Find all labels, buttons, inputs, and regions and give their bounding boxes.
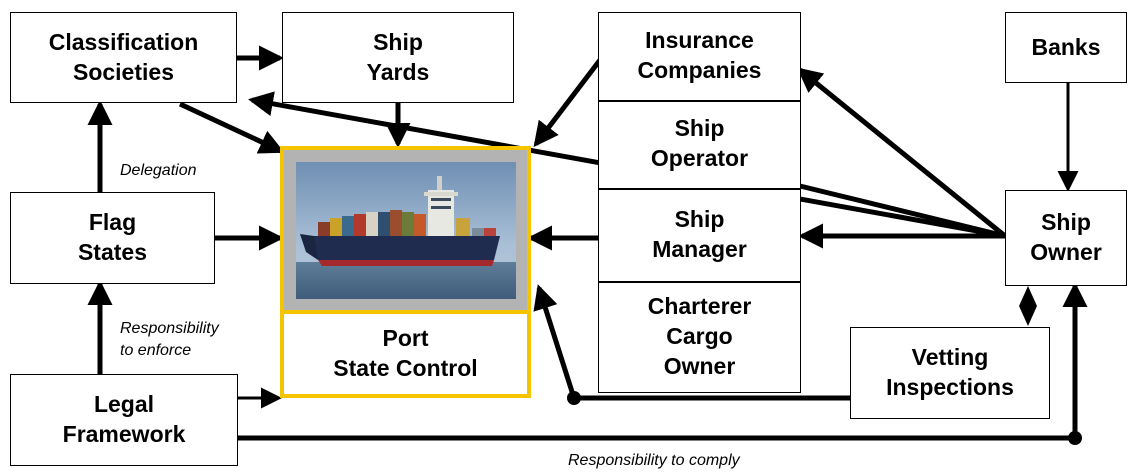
arrow-owner-to-insurance [796, 67, 1007, 238]
node-port-state-control: Port State Control [280, 310, 531, 398]
node-classification-societies: Classification Societies [10, 12, 237, 103]
stack-divider-2 [598, 188, 801, 190]
node-ship-manager: Ship Manager [652, 205, 747, 262]
arrow-class-to-psc [178, 101, 285, 154]
stack-divider-3 [598, 281, 801, 283]
node-flag-states: Flag States [10, 192, 215, 284]
operator-stack [598, 12, 801, 393]
line-owner-to-operator [799, 183, 1006, 239]
label-responsibility-to-enforce: Responsibility to enforce [120, 320, 219, 359]
junction-dot-psc [567, 391, 581, 405]
node-ship-operator: Ship Operator [650, 115, 749, 171]
node-ship-owner: Ship Owner [1005, 190, 1127, 286]
node-legal-framework: Legal Framework [10, 374, 238, 466]
stack-divider-1 [598, 100, 801, 102]
node-vetting-inspections: Vetting Inspections [850, 327, 1050, 419]
node-ship-yards: Ship Yards [282, 12, 514, 103]
container-ship-image [296, 162, 516, 299]
junction-dot-owner [1068, 431, 1082, 445]
node-charterer-cargo-owner: Charterer Cargo Owner [647, 293, 752, 379]
arrow-junction-to-psc [533, 284, 577, 399]
label-responsibility-to-comply: Responsibility to comply [568, 452, 740, 469]
label-delegation: Delegation [120, 162, 197, 179]
arrow-insurance-to-psc [533, 58, 602, 148]
node-insurance-companies: Insurance Companies [637, 27, 762, 83]
aggregation-diamond [1019, 286, 1037, 326]
node-banks: Banks [1005, 12, 1127, 83]
